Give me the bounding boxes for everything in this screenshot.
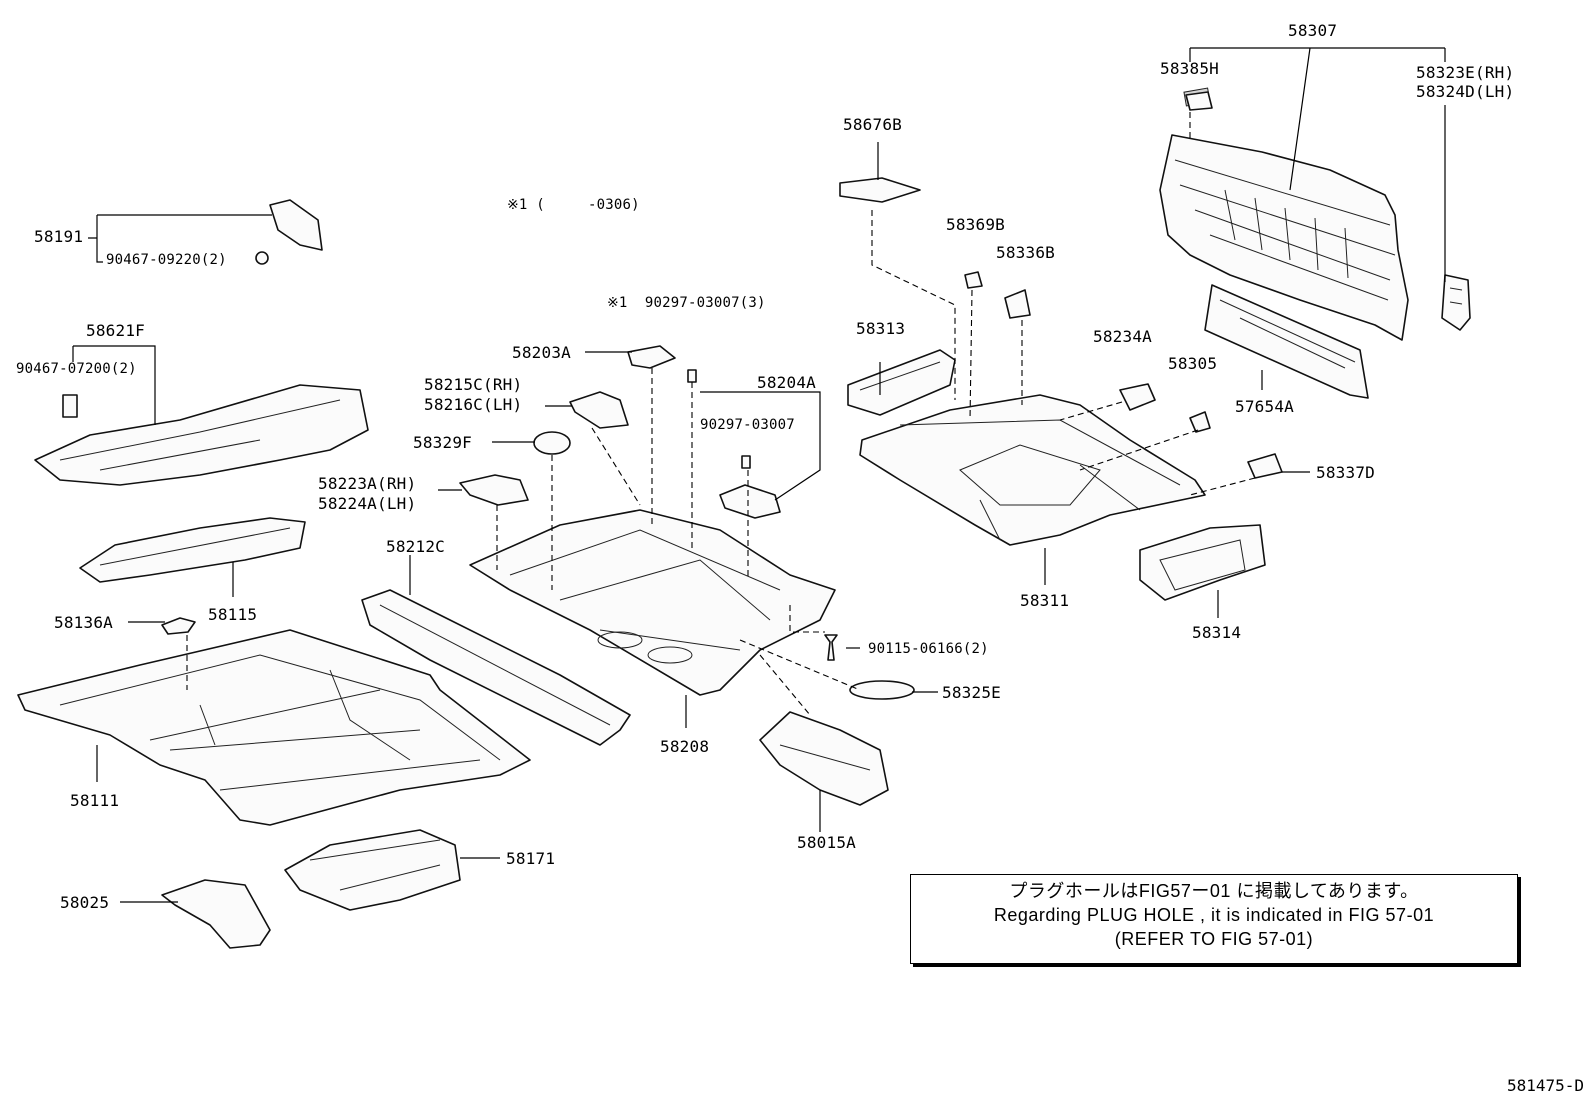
- label-90297-03007: 90297-03007: [700, 417, 795, 433]
- label-58369B: 58369B: [946, 215, 1005, 234]
- label-90467-07200: 90467-07200(2): [16, 361, 137, 377]
- label-57654A: 57654A: [1235, 397, 1294, 416]
- part-58171-bracket: [284, 829, 461, 911]
- part-58203A-bracket: [627, 345, 676, 369]
- part-58621F-floor-side: [34, 384, 369, 486]
- part-58325E-plug: [849, 680, 915, 700]
- label-58223A: 58223A(RH): [318, 474, 417, 493]
- label-58307: 58307: [1288, 21, 1338, 40]
- part-58111-front-floor: [17, 629, 531, 826]
- part-58223A-bracket: [459, 474, 529, 506]
- bolt-90297-03007: [687, 369, 697, 383]
- part-58234A-bracket: [1119, 383, 1156, 411]
- part-58313-floor-side: [847, 349, 956, 416]
- part-58369B-bracket: [964, 271, 983, 289]
- part-58336B-bracket: [1004, 289, 1031, 319]
- label-58314: 58314: [1192, 623, 1242, 642]
- part-58323E-bracket: [1441, 274, 1471, 331]
- label-58191: 58191: [34, 227, 84, 246]
- figure-code: 581475-D: [1506, 1076, 1584, 1095]
- part-58329F-plug: [533, 431, 571, 455]
- label-58324D: 58324D(LH): [1416, 82, 1515, 101]
- part-58115-member: [79, 517, 306, 583]
- part-58307-rear-panel: [1159, 87, 1409, 341]
- label-58676B: 58676B: [843, 115, 902, 134]
- part-58676B-pad: [839, 177, 921, 203]
- label-58337D: 58337D: [1316, 463, 1375, 482]
- part-58314-pan: [1139, 524, 1266, 601]
- note-line-ref: (REFER TO FIG 57-01): [1114, 929, 1314, 949]
- part-58204A-bracket: [719, 484, 781, 519]
- label-90115-06166: 90115-06166(2): [868, 641, 989, 657]
- label-58216C: 58216C(LH): [424, 395, 523, 414]
- bolt-90297-03007-b: [741, 455, 751, 469]
- label-58329F: 58329F: [413, 433, 472, 452]
- label-58385H: 58385H: [1160, 59, 1219, 78]
- part-58337D-bracket: [1247, 453, 1283, 479]
- plug-hole-note: プラグホールはFIG57ー01 に掲載してあります。 Regarding PLU…: [910, 874, 1518, 964]
- label-58323E: 58323E(RH): [1416, 63, 1515, 82]
- label-58215C: 58215C(RH): [424, 375, 523, 394]
- remark-2: ※1 90297-03007(3): [607, 295, 766, 311]
- label-58621F: 58621F: [86, 321, 145, 340]
- part-58215C-bracket: [569, 391, 629, 429]
- label-58136A: 58136A: [54, 613, 113, 632]
- part-58191-bracket: [255, 199, 323, 265]
- part-58015A-bracket: [759, 711, 889, 806]
- part-58136A-plate: [161, 617, 196, 635]
- label-58325E: 58325E: [942, 683, 1001, 702]
- leader-lines: [72, 47, 1446, 903]
- label-58305: 58305: [1168, 354, 1218, 373]
- bolt-90115-06166: [824, 634, 838, 661]
- label-58203A: 58203A: [512, 343, 571, 362]
- label-58204A: 58204A: [757, 373, 816, 392]
- part-58212C-member: [361, 589, 631, 746]
- label-58313: 58313: [856, 319, 906, 338]
- label-90467-09220: 90467-09220(2): [106, 252, 227, 268]
- part-58208-center-floor: [469, 509, 836, 696]
- note-line-jp: プラグホールはFIG57ー01 に掲載してあります。: [1009, 881, 1419, 901]
- part-57654A-reinforcement: [1204, 284, 1369, 399]
- alignment-lines: [186, 112, 1256, 716]
- label-58336B: 58336B: [996, 243, 1055, 262]
- part-58305-bracket: [1189, 411, 1211, 433]
- label-58208: 58208: [660, 737, 710, 756]
- label-58115: 58115: [208, 605, 258, 624]
- part-58311-rear-floor: [859, 394, 1206, 546]
- label-58111: 58111: [70, 791, 120, 810]
- remark-1: ※1 ( -0306): [507, 197, 640, 213]
- label-58234A: 58234A: [1093, 327, 1152, 346]
- label-58311: 58311: [1020, 591, 1070, 610]
- label-58015A: 58015A: [797, 833, 856, 852]
- part-58025-bracket: [161, 879, 271, 949]
- label-58212C: 58212C: [386, 537, 445, 556]
- note-line-en: Regarding PLUG HOLE , it is indicated in…: [993, 905, 1435, 925]
- label-58171: 58171: [506, 849, 556, 868]
- label-58025: 58025: [60, 893, 110, 912]
- label-58224A: 58224A(LH): [318, 494, 417, 513]
